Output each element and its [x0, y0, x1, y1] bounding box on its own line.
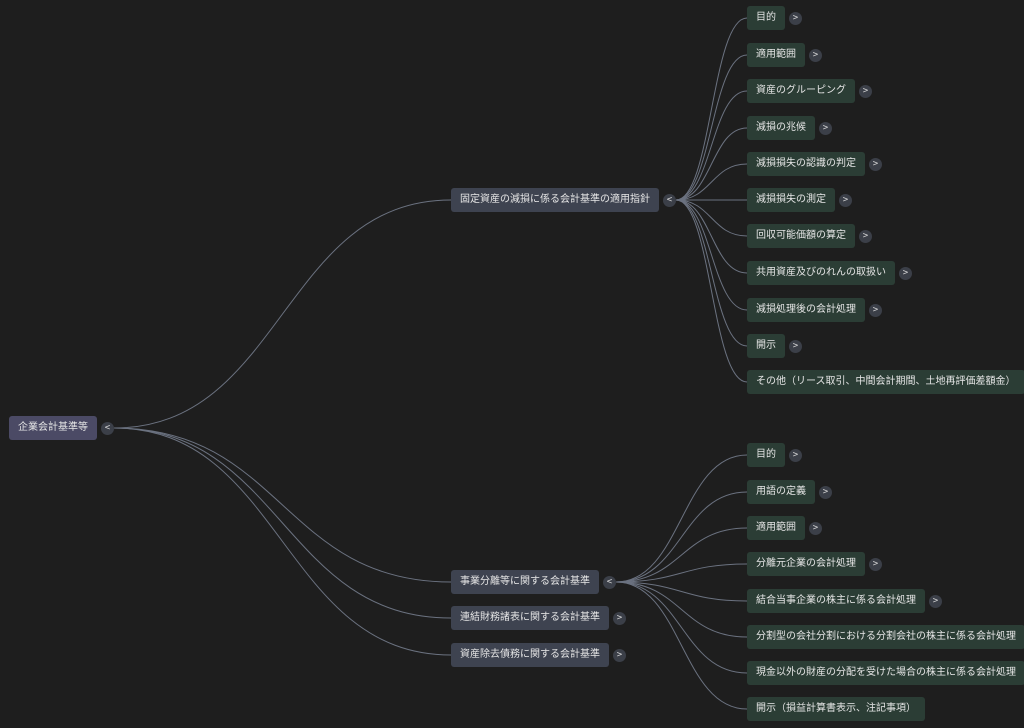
topic-expand-toggle[interactable]: >	[869, 157, 882, 171]
connector-line	[113, 199, 452, 429]
topic-expand-toggle[interactable]: >	[859, 84, 872, 98]
topic-expand-toggle[interactable]: >	[869, 557, 882, 571]
connector-line	[615, 527, 748, 583]
topic-node[interactable]: 分割型の会社分割における分割会社の株主に係る会計処理	[747, 625, 1024, 649]
connector-line	[675, 199, 748, 311]
connector-line	[675, 54, 748, 201]
topic-node[interactable]: 分離元企業の会計処理	[747, 552, 865, 576]
connector-line	[113, 427, 452, 619]
connector-line	[615, 491, 748, 583]
branch-expand-toggle[interactable]: >	[613, 648, 626, 662]
topic-node[interactable]: 用語の定義	[747, 480, 815, 504]
topic-node[interactable]: 資産のグルーピング	[747, 79, 855, 103]
connector-line	[615, 581, 748, 674]
connector-line	[615, 581, 748, 710]
branch-collapse-toggle[interactable]: <	[663, 193, 676, 207]
topic-node[interactable]: 減損の兆候	[747, 116, 815, 140]
connector-line	[675, 199, 748, 383]
topic-node[interactable]: 開示（損益計算書表示、注記事項）	[747, 697, 925, 721]
connector-line	[675, 163, 748, 201]
connector-line	[675, 199, 748, 347]
topic-node[interactable]: 目的	[747, 6, 785, 30]
connector-line	[675, 17, 748, 201]
topic-node[interactable]: 減損損失の認識の判定	[747, 152, 865, 176]
topic-node[interactable]: 減損損失の測定	[747, 188, 835, 212]
connector-line	[113, 427, 452, 656]
topic-expand-toggle[interactable]: >	[899, 266, 912, 280]
topic-expand-toggle[interactable]: >	[839, 193, 852, 207]
connector-line	[113, 427, 452, 583]
branch-node[interactable]: 資産除去債務に関する会計基準	[451, 643, 609, 667]
topic-node[interactable]: 結合当事企業の株主に係る会計処理	[747, 589, 925, 613]
topic-expand-toggle[interactable]: >	[819, 121, 832, 135]
branch-collapse-toggle[interactable]: <	[603, 575, 616, 589]
topic-node[interactable]: 現金以外の財産の分配を受けた場合の株主に係る会計処理	[747, 661, 1024, 685]
connector-line	[615, 563, 748, 583]
topic-expand-toggle[interactable]: >	[859, 229, 872, 243]
topic-expand-toggle[interactable]: >	[789, 448, 802, 462]
topic-node[interactable]: 目的	[747, 443, 785, 467]
topic-node[interactable]: その他（リース取引、中間会計期間、土地再評価差額金）	[747, 370, 1024, 394]
topic-node[interactable]: 回収可能価額の算定	[747, 224, 855, 248]
topic-expand-toggle[interactable]: >	[929, 594, 942, 608]
topic-expand-toggle[interactable]: >	[869, 303, 882, 317]
topic-expand-toggle[interactable]: >	[809, 48, 822, 62]
connector-line	[615, 581, 748, 638]
branch-node[interactable]: 事業分離等に関する会計基準	[451, 570, 599, 594]
branch-node[interactable]: 固定資産の減損に係る会計基準の適用指針	[451, 188, 659, 212]
topic-node[interactable]: 減損処理後の会計処理	[747, 298, 865, 322]
branch-node[interactable]: 連結財務諸表に関する会計基準	[451, 606, 609, 630]
topic-node[interactable]: 適用範囲	[747, 516, 805, 540]
topic-expand-toggle[interactable]: >	[819, 485, 832, 499]
topic-node[interactable]: 共用資産及びのれんの取扱い	[747, 261, 895, 285]
root-collapse-toggle[interactable]: <	[101, 421, 114, 435]
connector-line	[615, 581, 748, 602]
connector-line	[675, 199, 748, 237]
connector-line	[675, 90, 748, 201]
connector-line	[675, 127, 748, 201]
topic-expand-toggle[interactable]: >	[789, 339, 802, 353]
topic-expand-toggle[interactable]: >	[789, 11, 802, 25]
connector-line	[615, 454, 748, 583]
connector-line	[675, 199, 748, 274]
topic-expand-toggle[interactable]: >	[809, 521, 822, 535]
topic-node[interactable]: 適用範囲	[747, 43, 805, 67]
topic-node[interactable]: 開示	[747, 334, 785, 358]
root-node[interactable]: 企業会計基準等	[9, 416, 97, 440]
branch-expand-toggle[interactable]: >	[613, 611, 626, 625]
